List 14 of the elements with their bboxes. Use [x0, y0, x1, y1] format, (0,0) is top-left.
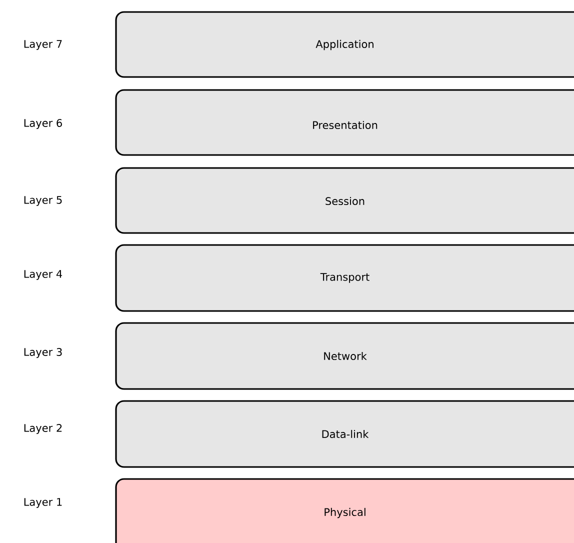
layer-label: Layer 1	[24, 498, 62, 508]
layer-box: Session	[115, 167, 574, 234]
layer-box: Transport	[115, 244, 574, 312]
layer-box: Network	[115, 322, 574, 390]
layer-box: Data-link	[115, 400, 574, 468]
layer-label: Layer 6	[24, 119, 62, 129]
layer-label: Layer 3	[24, 348, 62, 358]
layer-box: Physical	[115, 478, 574, 543]
layer-box: Presentation	[115, 89, 574, 156]
layer-label: Layer 2	[24, 424, 62, 434]
layer-label: Layer 4	[24, 270, 62, 280]
layer-box: Application	[115, 11, 574, 78]
layer-label: Layer 7	[24, 40, 62, 50]
layer-label: Layer 5	[24, 196, 62, 206]
